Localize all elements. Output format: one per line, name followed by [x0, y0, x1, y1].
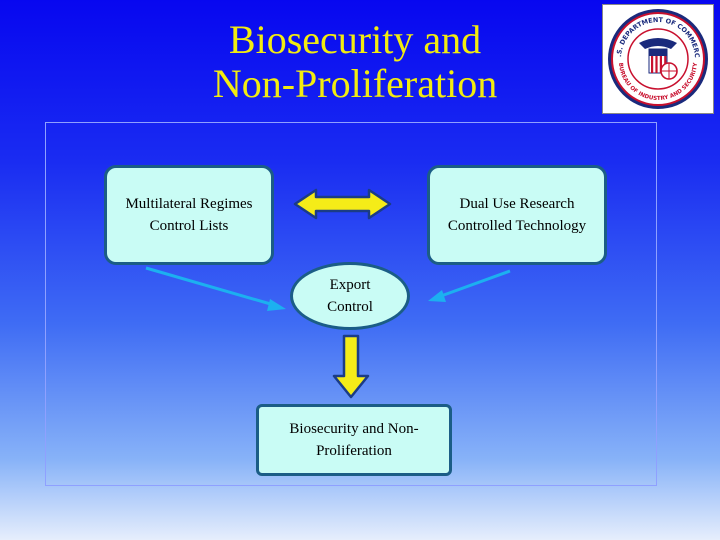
down-arrow-icon	[332, 334, 370, 399]
biosecurity-outcome-box: Biosecurity and Non- Proliferation	[256, 404, 452, 476]
multilateral-regimes-label: Multilateral Regimes Control Lists	[125, 196, 253, 234]
dual-use-research-label: Dual Use Research Controlled Technology	[447, 196, 587, 234]
export-control-label: Export Control	[327, 277, 373, 315]
slide-title: Biosecurity and Non-Proliferation	[140, 18, 570, 106]
title-line-1: Biosecurity and	[228, 17, 482, 62]
multilateral-regimes-box: Multilateral Regimes Control Lists	[104, 165, 274, 265]
title-line-2: Non-Proliferation	[212, 61, 498, 106]
diagram-frame	[45, 122, 657, 486]
double-arrow-icon	[293, 188, 392, 220]
biosecurity-outcome-label: Biosecurity and Non- Proliferation	[289, 421, 419, 459]
export-control-node: Export Control	[290, 262, 410, 330]
seal-emblem-icon: U.S. DEPARTMENT OF COMMERCE BUREAU OF IN…	[603, 5, 708, 109]
dual-use-research-box: Dual Use Research Controlled Technology	[427, 165, 607, 265]
right-to-export-arrow-icon	[428, 269, 511, 302]
left-to-export-arrow-icon	[145, 266, 286, 311]
department-seal-logo: U.S. DEPARTMENT OF COMMERCE BUREAU OF IN…	[602, 4, 714, 114]
